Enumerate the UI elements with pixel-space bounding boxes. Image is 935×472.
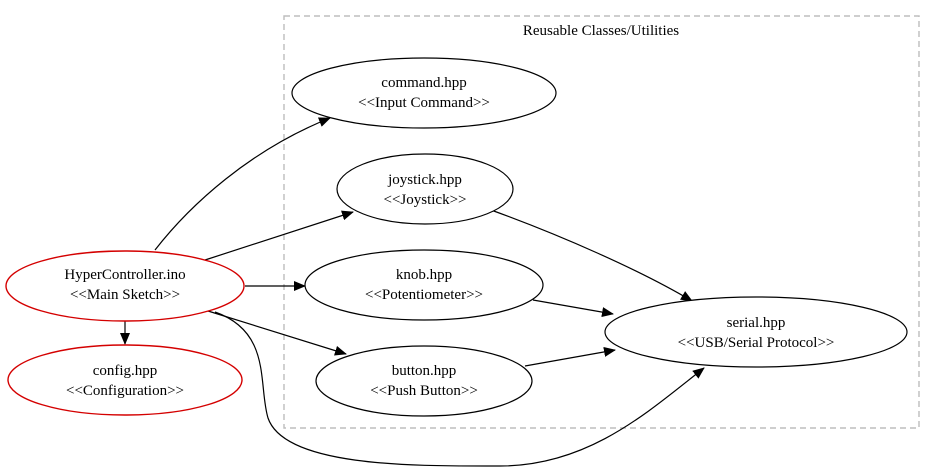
edge-hypercontroller-command xyxy=(154,117,331,251)
node-joystick-title: joystick.hpp xyxy=(387,172,462,188)
node-serial-stereotype: <<USB/Serial Protocol>> xyxy=(678,335,835,351)
node-command-shape xyxy=(291,57,557,129)
node-joystick-shape xyxy=(336,153,514,225)
node-knob-shape xyxy=(304,249,544,321)
node-button-title: button.hpp xyxy=(392,363,457,379)
node-command: command.hpp <<Input Command>> xyxy=(291,57,557,129)
node-knob-stereotype: <<Potentiometer>> xyxy=(365,287,483,303)
node-button: button.hpp <<Push Button>> xyxy=(315,345,533,417)
node-config-title: config.hpp xyxy=(93,363,158,379)
node-serial-title: serial.hpp xyxy=(727,315,786,331)
node-config-shape xyxy=(7,344,243,416)
edge-joystick-serial xyxy=(490,209,693,302)
node-knob-title: knob.hpp xyxy=(396,267,452,283)
node-hypercontroller-shape xyxy=(5,250,245,322)
node-hypercontroller: HyperController.ino <<Main Sketch>> xyxy=(5,250,245,322)
edge-button-serial xyxy=(524,347,616,367)
node-command-stereotype: <<Input Command>> xyxy=(358,95,490,111)
cluster-reusable-classes: Reusable Classes/Utilities xyxy=(283,15,920,429)
cluster-border xyxy=(283,15,920,429)
node-joystick-stereotype: <<Joystick>> xyxy=(383,192,466,208)
node-config-stereotype: <<Configuration>> xyxy=(66,383,184,399)
node-knob: knob.hpp <<Potentiometer>> xyxy=(304,249,544,321)
node-button-stereotype: <<Push Button>> xyxy=(370,383,478,399)
node-serial: serial.hpp <<USB/Serial Protocol>> xyxy=(604,296,908,368)
node-serial-shape xyxy=(604,296,908,368)
node-hypercontroller-stereotype: <<Main Sketch>> xyxy=(70,287,180,303)
cluster-label: Reusable Classes/Utilities xyxy=(523,23,679,39)
node-config: config.hpp <<Configuration>> xyxy=(7,344,243,416)
node-button-shape xyxy=(315,345,533,417)
edges xyxy=(120,117,705,467)
edge-knob-serial xyxy=(532,299,614,318)
node-hypercontroller-title: HyperController.ino xyxy=(64,267,185,283)
edge-hypercontroller-button xyxy=(207,310,347,356)
edge-hypercontroller-serial xyxy=(214,311,705,467)
edge-hypercontroller-joystick xyxy=(204,210,354,261)
node-joystick: joystick.hpp <<Joystick>> xyxy=(336,153,514,225)
node-command-title: command.hpp xyxy=(381,75,466,91)
